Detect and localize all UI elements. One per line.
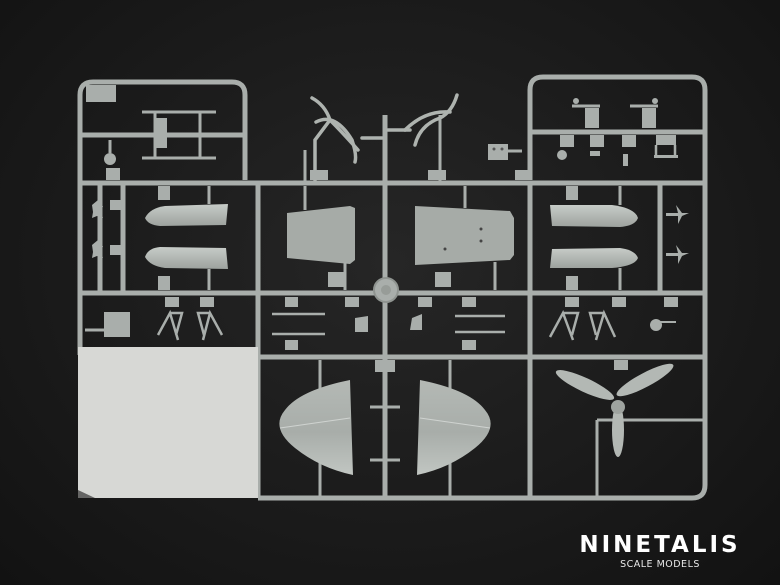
watermark-title: NINETALIS bbox=[579, 532, 741, 558]
parts-middle-row bbox=[85, 297, 678, 350]
drop-tanks-left bbox=[145, 186, 228, 290]
parts-top-right bbox=[557, 98, 678, 166]
parts-top-left bbox=[104, 110, 216, 180]
parts-left-small bbox=[92, 200, 122, 258]
horizontal-stabilizers bbox=[279, 360, 491, 475]
decal-sheet bbox=[78, 347, 258, 498]
fuselage-panels bbox=[287, 186, 514, 303]
parts-top-center bbox=[310, 93, 459, 182]
propeller bbox=[555, 360, 674, 457]
watermark-subtitle: SCALE MODELS bbox=[620, 559, 700, 570]
sprue-tab bbox=[86, 85, 116, 102]
watermark-logo: NINETALIS SCALE MODELS bbox=[555, 533, 765, 570]
parts-right-small bbox=[666, 205, 689, 264]
drop-tanks-right bbox=[550, 186, 638, 290]
